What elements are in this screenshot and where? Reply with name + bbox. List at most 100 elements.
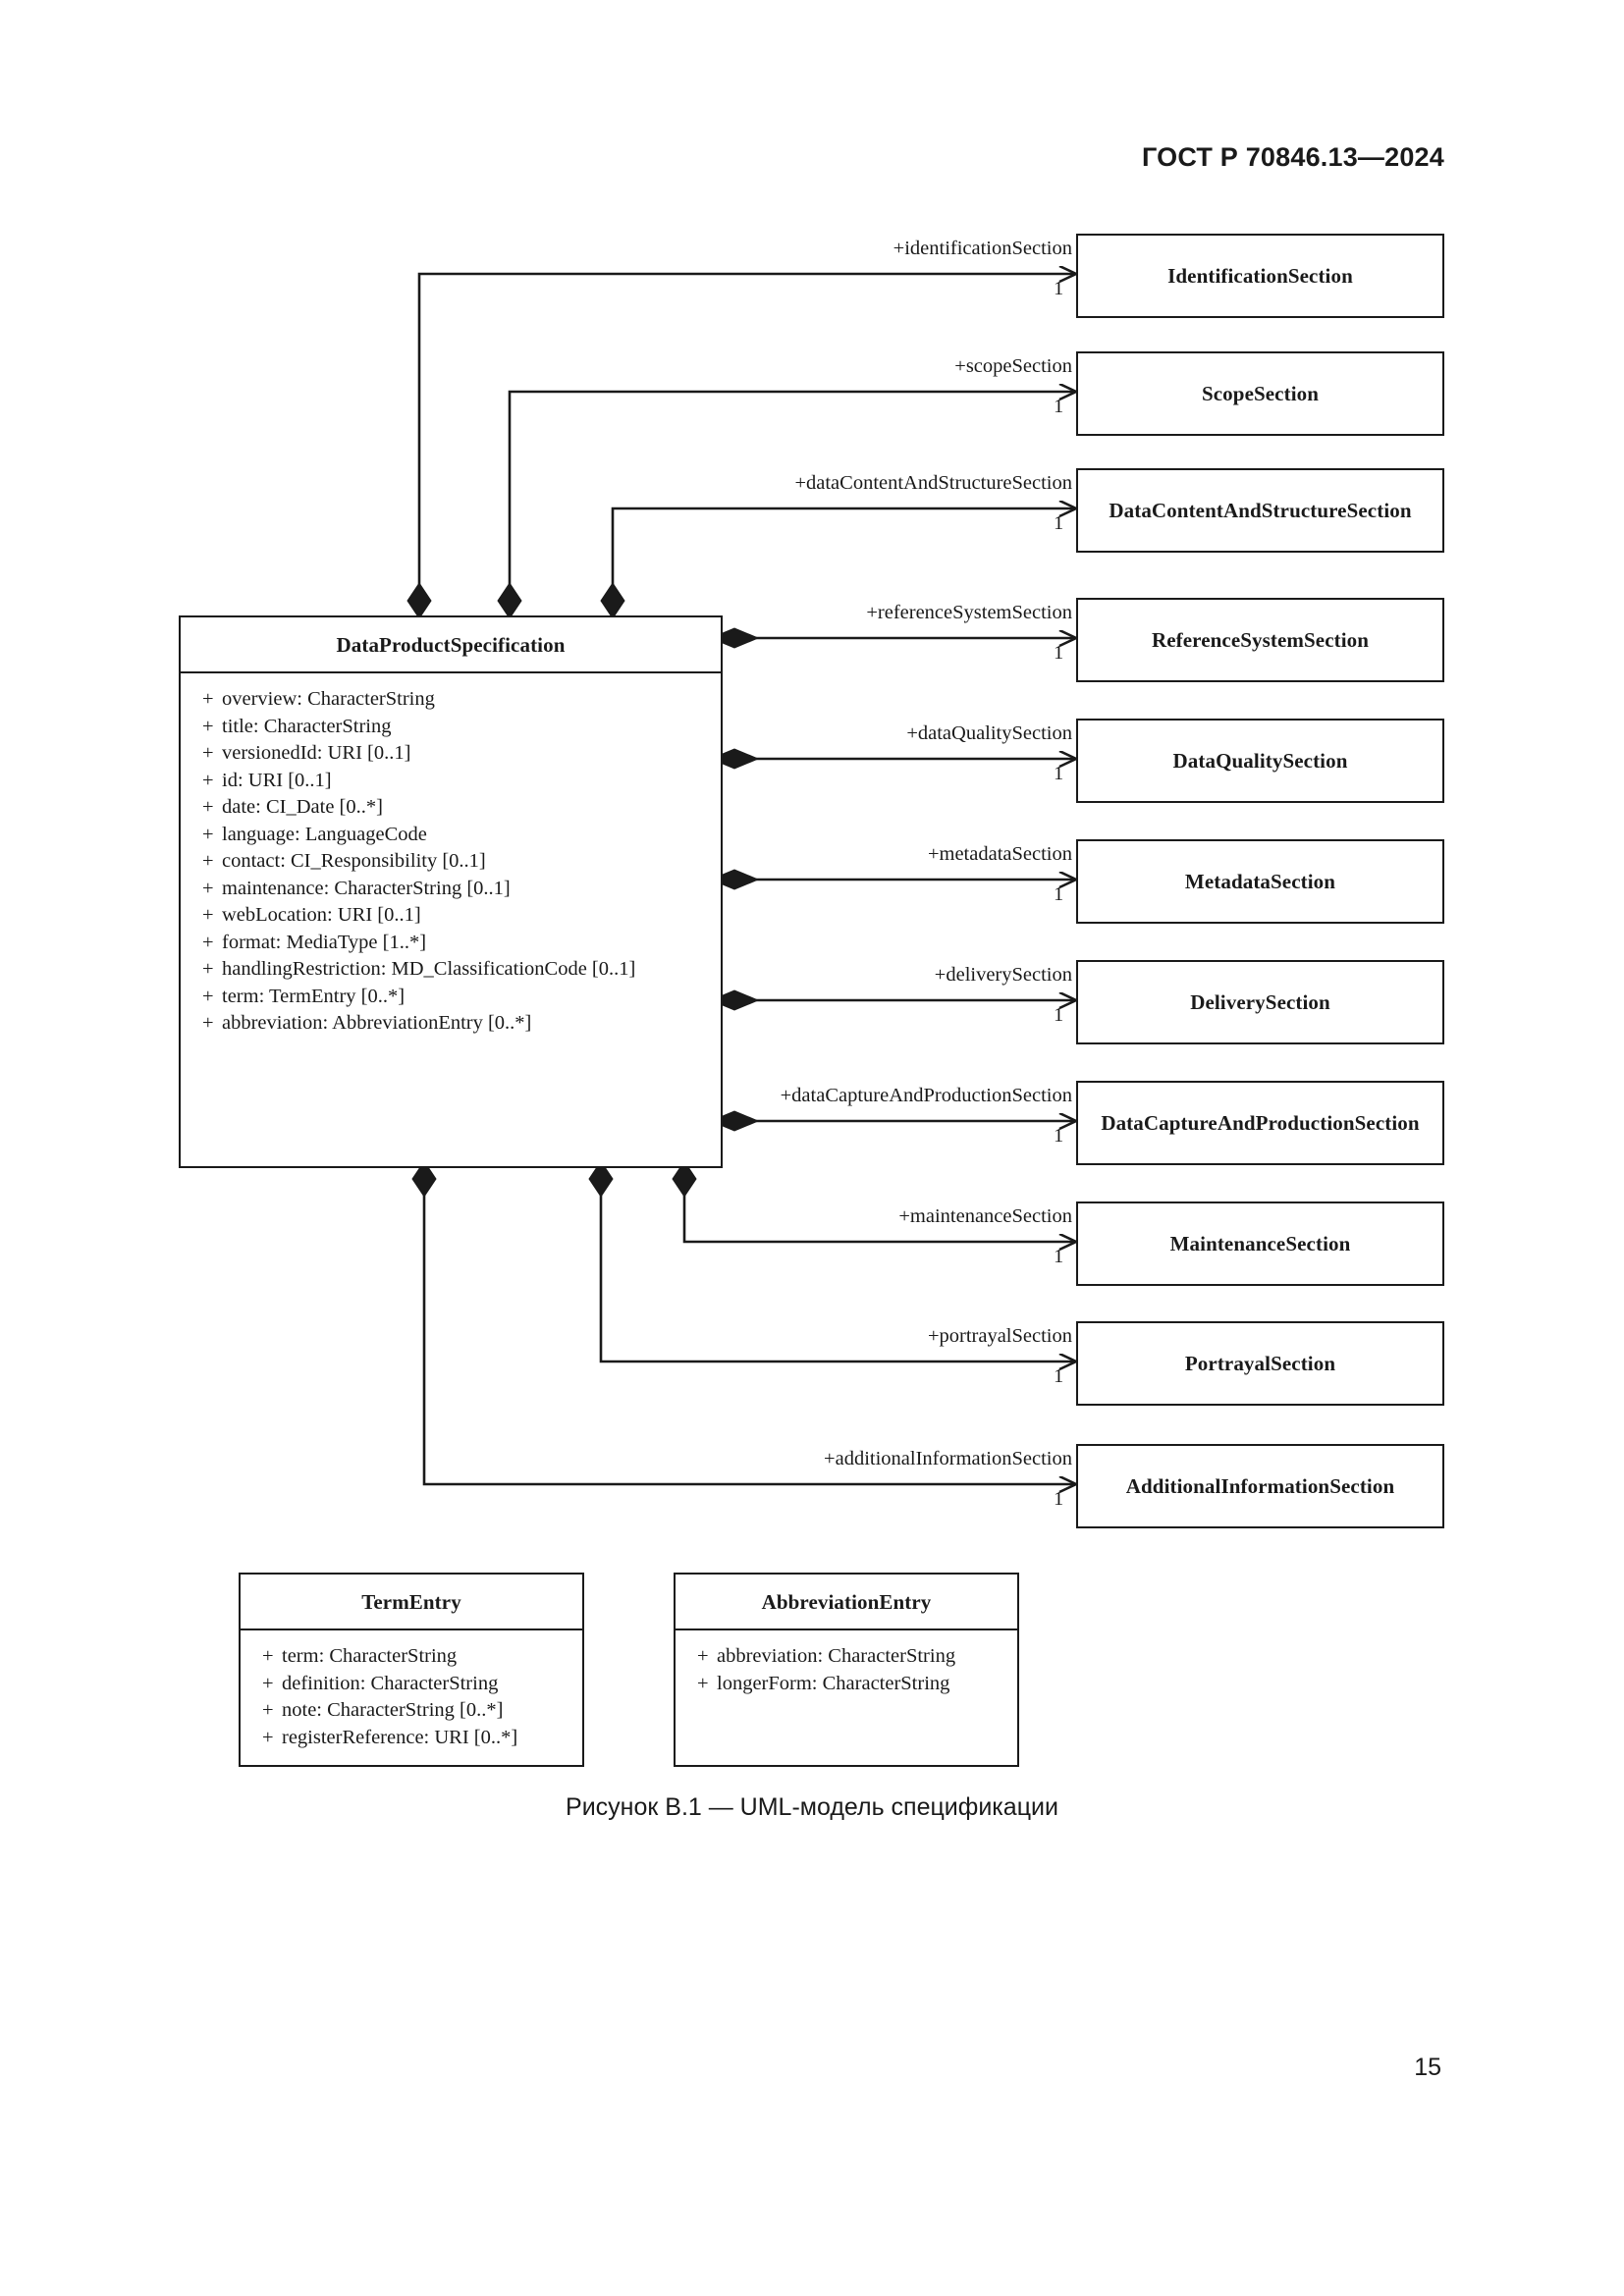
attribute-visibility: + [202,769,214,791]
attribute-signature: language: LanguageCode [222,823,427,845]
assoc-role-datacontentandstructuresection: +dataContentAndStructureSection [794,472,1072,494]
attribute-signature: abbreviation: AbbreviationEntry [0..*] [222,1012,532,1034]
class-name-deliverysection: DeliverySection [1190,989,1330,1014]
assoc-role-dataqualitysection: +dataQualitySection [906,722,1072,744]
class-box-portrayalsection[interactable]: PortrayalSection [1076,1321,1444,1406]
attribute-visibility: + [262,1699,274,1721]
class-box-metadatasection[interactable]: MetadataSection [1076,839,1444,924]
class-name-datacontentandstructuresection: DataContentAndStructureSection [1109,498,1412,522]
class-name-metadatasection: MetadataSection [1184,869,1336,893]
attribute-visibility: + [202,823,214,845]
class-name-additionalinformationsection: AdditionalInformationSection [1125,1473,1395,1498]
attribute-row: + note: CharacterString [0..*] [241,1697,582,1725]
attribute-list-termentry: + term: CharacterString + definition: Chara… [241,1630,582,1751]
attribute-row: + id: URI [0..1] [181,768,721,795]
attribute-visibility: + [202,850,214,872]
assoc-role-additionalinformationsection: +additionalInformationSection [824,1448,1072,1469]
attribute-signature: contact: CI_Responsibility [0..1] [222,850,486,872]
assoc-multiplicity-referencesystemsection: 1 [1054,642,1064,664]
class-box-abbreviationentry[interactable]: AbbreviationEntry + abbreviation: Charact… [674,1573,1019,1767]
attribute-signature: title: CharacterString [222,715,392,737]
attribute-row: + registerReference: URI [0..*] [241,1725,582,1752]
attribute-row: + abbreviation: CharacterString [676,1643,1017,1671]
attribute-visibility: + [202,715,214,737]
attribute-visibility: + [202,931,214,953]
attribute-list: + overview: CharacterString + title: Charac… [181,673,721,1038]
assoc-multiplicity-maintenancesection: 1 [1054,1246,1064,1267]
attribute-signature: webLocation: URI [0..1] [222,904,421,926]
attribute-row: +handlingRestriction: MD_ClassificationC… [181,956,721,984]
class-box-scopesection[interactable]: ScopeSection [1076,351,1444,436]
attribute-signature: abbreviation: CharacterString [717,1645,956,1667]
attribute-visibility: + [202,985,214,1007]
class-box-referencesystemsection[interactable]: ReferenceSystemSection [1076,598,1444,682]
class-box-deliverysection[interactable]: DeliverySection [1076,960,1444,1044]
attribute-visibility: + [697,1672,709,1694]
class-name-dataqualitysection: DataQualitySection [1172,748,1348,773]
attribute-signature: id: URI [0..1] [222,769,332,791]
attribute-visibility: + [202,877,214,899]
attribute-signature: term: CharacterString [282,1645,458,1667]
assoc-role-metadatasection: +metadataSection [927,843,1072,865]
attribute-row: + webLocation: URI [0..1] [181,902,721,930]
attribute-visibility: + [202,904,214,926]
attribute-signature: overview: CharacterString [222,688,435,710]
class-name-dataproductspecification: DataProductSpecification [181,617,721,673]
assoc-role-scopesection: +scopeSection [954,355,1072,377]
assoc-multiplicity-dataqualitysection: 1 [1054,763,1064,784]
attribute-row: + abbreviation: AbbreviationEntry [0..*] [181,1010,721,1038]
attribute-visibility: + [202,1012,214,1034]
attribute-signature: definition: CharacterString [282,1672,499,1694]
figure-caption: Рисунок В.1 — UML-модель спецификации [566,1793,1058,1821]
assoc-role-datacaptureandproductionsection: +dataCaptureAndProductionSection [780,1085,1072,1106]
assoc-multiplicity-datacontentandstructuresection: 1 [1054,512,1064,534]
attribute-visibility: + [697,1645,709,1667]
class-box-dataproductspecification[interactable]: DataProductSpecification + overview: Char… [179,615,723,1168]
class-box-dataqualitysection[interactable]: DataQualitySection [1076,719,1444,803]
attribute-row: + term: TermEntry [0..*] [181,984,721,1011]
attribute-row: + term: CharacterString [241,1643,582,1671]
class-box-additionalinformationsection[interactable]: AdditionalInformationSection [1076,1444,1444,1528]
attribute-signature: note: CharacterString [0..*] [282,1699,504,1721]
attribute-signature: term: TermEntry [0..*] [222,985,406,1007]
attribute-visibility: + [202,958,214,980]
assoc-multiplicity-datacaptureandproductionsection: 1 [1054,1125,1064,1147]
attribute-visibility: + [202,796,214,818]
attribute-row: + contact: CI_Responsibility [0..1] [181,848,721,876]
assoc-multiplicity-metadatasection: 1 [1054,883,1064,905]
class-name-referencesystemsection: ReferenceSystemSection [1151,627,1370,652]
page-number: 15 [1414,2054,1441,2081]
class-name-termentry: TermEntry [241,1575,582,1630]
class-name-abbreviationentry: AbbreviationEntry [676,1575,1017,1630]
attribute-signature: longerForm: CharacterString [717,1672,950,1694]
assoc-role-identificationsection: +identificationSection [893,238,1072,259]
document-header-standard-number: ГОСТ Р 70846.13—2024 [1142,142,1444,172]
assoc-role-referencesystemsection: +referenceSystemSection [866,602,1072,623]
assoc-role-deliverysection: +deliverySection [934,964,1072,986]
class-box-identificationsection[interactable]: IdentificationSection [1076,234,1444,318]
class-box-termentry[interactable]: TermEntry + term: CharacterString + definit… [239,1573,584,1767]
assoc-multiplicity-identificationsection: 1 [1054,278,1064,299]
assoc-multiplicity-portrayalsection: 1 [1054,1365,1064,1387]
attribute-visibility: + [262,1672,274,1694]
class-box-maintenancesection[interactable]: MaintenanceSection [1076,1201,1444,1286]
class-box-datacontentandstructuresection[interactable]: DataContentAndStructureSection [1076,468,1444,553]
attribute-signature: maintenance: CharacterString [0..1] [222,877,511,899]
attribute-row: + format: MediaType [1..*] [181,930,721,957]
attribute-visibility: + [202,688,214,710]
assoc-multiplicity-scopesection: 1 [1054,396,1064,417]
attribute-visibility: + [262,1726,274,1748]
attribute-visibility: + [262,1645,274,1667]
attribute-row: + longerForm: CharacterString [676,1671,1017,1698]
attribute-row: +date: CI_Date [0..*] [181,794,721,822]
attribute-signature: format: MediaType [1..*] [222,931,427,953]
class-name-maintenancesection: MaintenanceSection [1169,1231,1351,1255]
class-name-scopesection: ScopeSection [1201,381,1320,405]
class-name-portrayalsection: PortrayalSection [1184,1351,1336,1375]
assoc-multiplicity-additionalinformationsection: 1 [1054,1488,1064,1510]
attribute-row: +versionedId: URI [0..1] [181,740,721,768]
class-box-datacaptureandproductionsection[interactable]: DataCaptureAndProductionSection [1076,1081,1444,1165]
attribute-visibility: + [202,742,214,764]
attribute-signature: registerReference: URI [0..*] [282,1726,518,1748]
